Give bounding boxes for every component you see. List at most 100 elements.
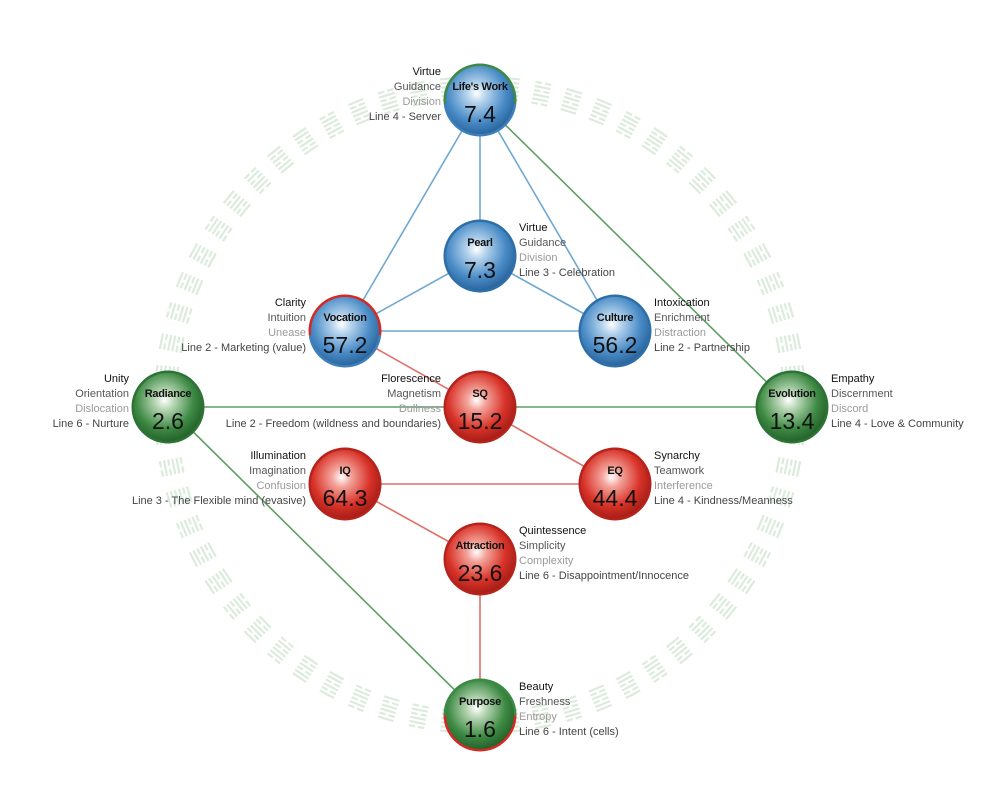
label-gift: Guidance <box>394 81 441 93</box>
label-shadow: Distraction <box>654 327 706 339</box>
label-gift: Magnetism <box>387 388 441 400</box>
hexagram-glyph <box>319 111 345 140</box>
label-line: Line 4 - Kindness/Meanness <box>654 495 793 507</box>
hexagram-glyph <box>204 215 233 242</box>
sphere-name: Culture <box>597 312 634 324</box>
hexagram-glyph <box>243 166 272 195</box>
sphere-body <box>446 525 514 593</box>
hexagram-glyph <box>767 301 795 324</box>
sphere-value: 23.6 <box>458 560 503 586</box>
hexagram-glyph <box>158 456 185 477</box>
hexagram-glyph <box>708 592 738 620</box>
hexagram-glyph <box>641 127 668 156</box>
sphere-lifes-work[interactable]: Life's Work 7.4 <box>443 63 517 137</box>
sphere-value: 64.3 <box>323 485 368 511</box>
label-line: Line 4 - Love & Community <box>831 418 964 430</box>
label-line: Line 6 - Nurture <box>53 418 129 430</box>
hexagram-glyph <box>688 166 717 195</box>
hexagram-glyph <box>222 592 252 620</box>
label-shadow: Discord <box>831 403 868 415</box>
label-line: Line 3 - Celebration <box>519 267 615 279</box>
label-shadow: Entropy <box>519 711 557 723</box>
sphere-value: 1.6 <box>464 716 496 742</box>
label-gift: Teamwork <box>654 465 705 477</box>
label-siddhi: Virtue <box>519 222 548 234</box>
label-siddhi: Virtue <box>412 66 441 78</box>
edge-lifes-work-vocation <box>344 99 481 332</box>
hexagram-glyph <box>665 145 693 174</box>
label-gift: Orientation <box>75 388 129 400</box>
sphere-value: 7.4 <box>464 101 496 127</box>
sphere-body <box>581 297 649 365</box>
sphere-evolution[interactable]: Evolution 13.4 <box>755 370 829 444</box>
hexagram-glyph <box>165 301 193 324</box>
edge-radiance-purpose <box>167 406 481 716</box>
hexagram-glyph <box>222 190 252 218</box>
hexagram-glyph <box>708 190 738 218</box>
label-line: Line 3 - The Flexible mind (evasive) <box>132 495 306 507</box>
label-gift: Intuition <box>267 312 306 324</box>
sphere-value: 56.2 <box>593 332 638 358</box>
label-gift: Guidance <box>519 237 566 249</box>
hexagram-glyph <box>743 242 772 268</box>
label-gift: Freshness <box>519 696 571 708</box>
hexagram-glyph <box>175 271 204 296</box>
hexagram-glyph <box>615 670 641 699</box>
hexagram-glyph <box>165 486 193 509</box>
hexagram-glyph <box>588 97 613 126</box>
hexagram-glyph <box>377 87 400 115</box>
hexagram-glyph <box>408 703 429 730</box>
label-shadow: Division <box>519 252 558 264</box>
hexagram-glyph <box>767 486 795 509</box>
sphere-attraction[interactable]: Attraction 23.6 <box>443 522 517 596</box>
sphere-value: 13.4 <box>770 408 815 434</box>
label-siddhi: Clarity <box>275 297 307 309</box>
hexagram-glyph <box>743 542 772 568</box>
label-siddhi: Unity <box>104 373 130 385</box>
sphere-name: SQ <box>472 388 488 400</box>
hexagram-glyph <box>188 242 217 268</box>
label-shadow: Unease <box>268 327 306 339</box>
sphere-culture[interactable]: Culture 56.2 <box>578 294 652 368</box>
hexagram-glyph <box>665 636 693 665</box>
sphere-body <box>581 450 649 518</box>
hexagram-glyph <box>408 80 429 107</box>
sphere-body <box>134 373 202 441</box>
sphere-value: 57.2 <box>323 332 368 358</box>
hexagram-glyph <box>175 514 204 539</box>
label-siddhi: Beauty <box>519 681 554 693</box>
sphere-body <box>446 681 514 749</box>
sphere-name: Attraction <box>456 540 506 552</box>
label-siddhi: Florescence <box>381 373 441 385</box>
label-shadow: Complexity <box>519 555 574 567</box>
label-gift: Discernment <box>831 388 893 400</box>
label-shadow: Interference <box>654 480 713 492</box>
sphere-name: Life's Work <box>452 81 509 93</box>
label-gift: Enrichment <box>654 312 710 324</box>
hexagram-glyph <box>775 333 802 354</box>
sphere-name: Evolution <box>768 388 816 400</box>
hexagram-glyph <box>688 615 717 644</box>
label-line: Line 4 - Server <box>369 111 441 123</box>
sphere-value: 44.4 <box>593 485 638 511</box>
label-siddhi: Intoxication <box>654 297 710 309</box>
label-siddhi: Quintessence <box>519 525 586 537</box>
sphere-value: 2.6 <box>152 408 184 434</box>
sphere-body <box>311 450 379 518</box>
